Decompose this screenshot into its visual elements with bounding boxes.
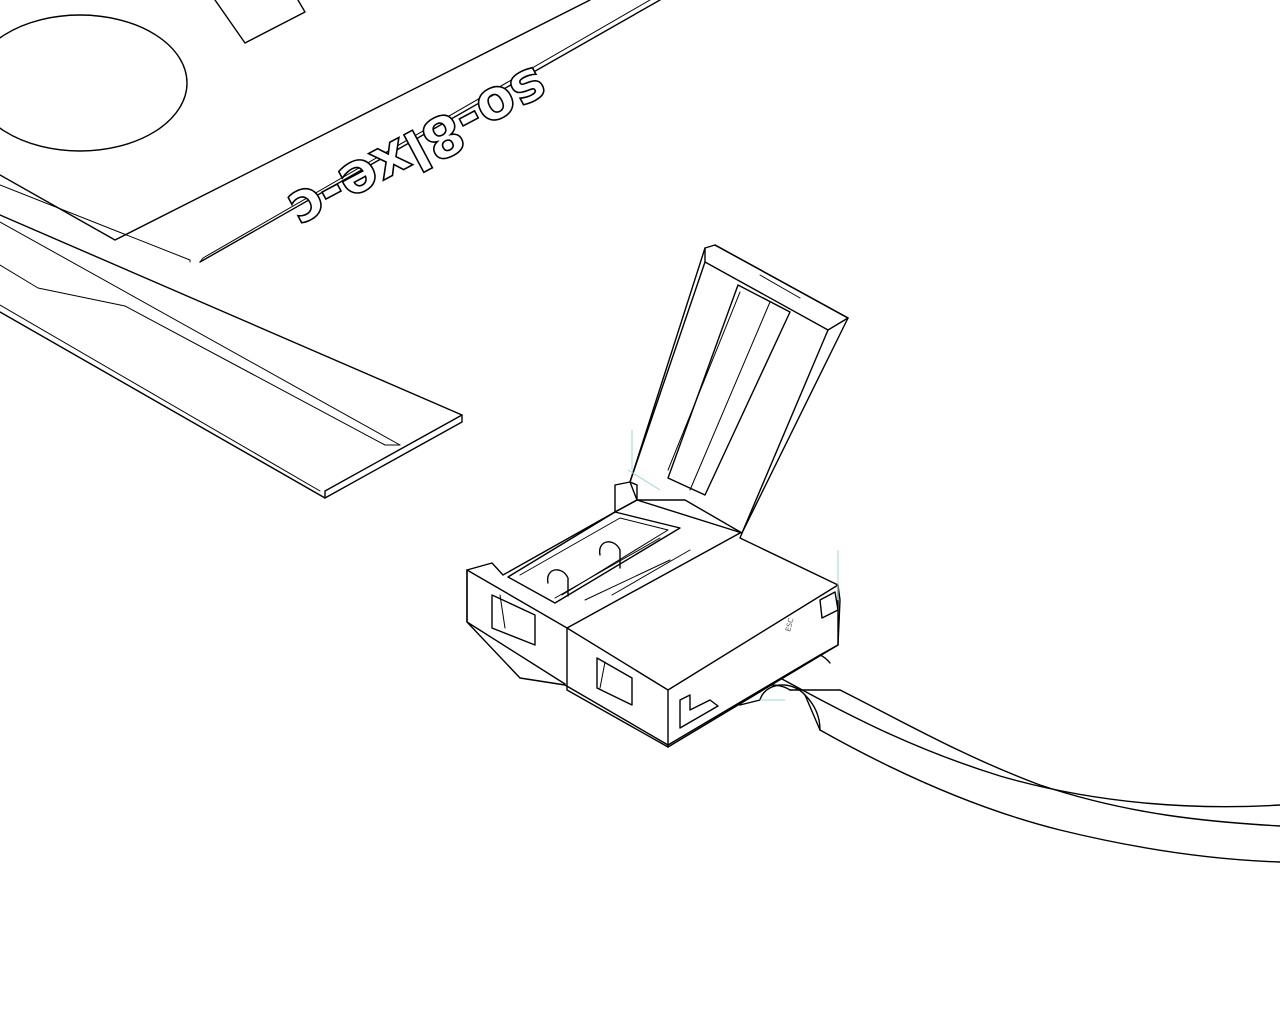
- round-component: [0, 14, 188, 152]
- latch-window-left: [491, 594, 536, 646]
- two-wire-cable: [719, 649, 1280, 865]
- housing-mark: ESC: [784, 617, 795, 632]
- latch-window-right: [596, 657, 633, 706]
- contact-pin-left: [547, 569, 569, 597]
- contact-pin-right: [599, 541, 621, 569]
- square-pad: [214, 0, 306, 44]
- strip-connector: ESC: [466, 244, 849, 748]
- hinged-lid: [629, 244, 849, 534]
- construction-lines: [627, 430, 839, 701]
- connector-base: [466, 481, 841, 748]
- led-strip-board: so-8lxe-c: [0, 0, 661, 499]
- board-label: so-8lxe-c: [278, 53, 559, 244]
